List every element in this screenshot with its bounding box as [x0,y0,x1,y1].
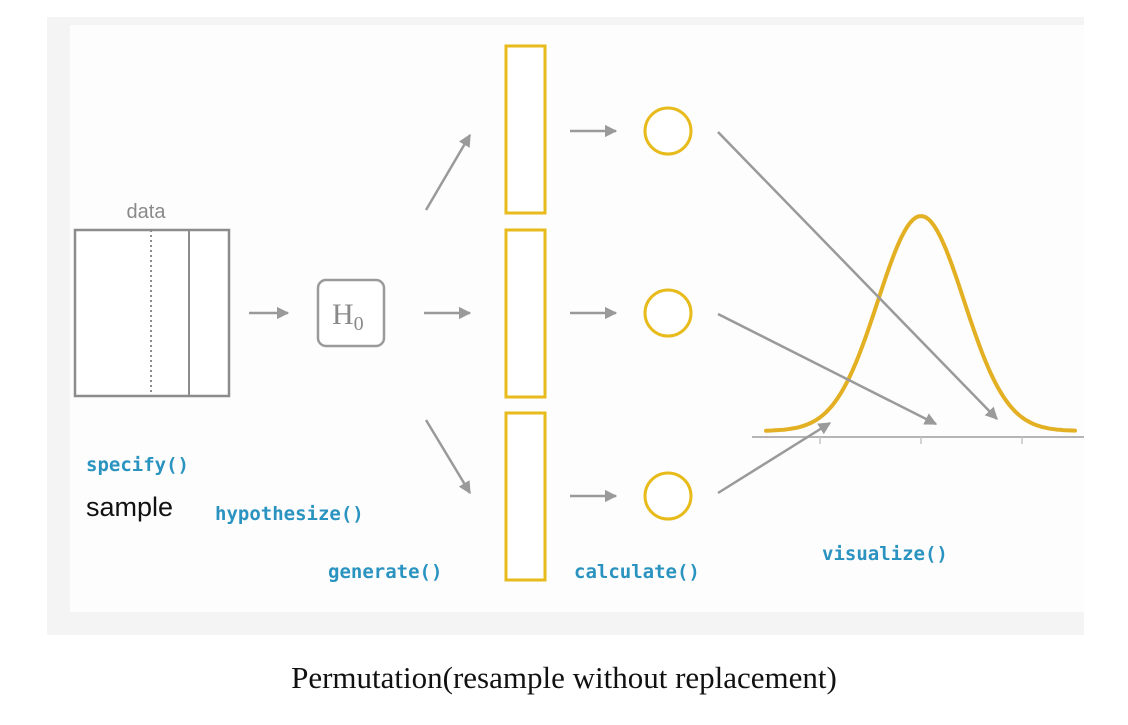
specify-function-label: specify() [86,454,189,476]
calculate-function-label: calculate() [574,561,700,583]
resample-box-middle [504,228,547,399]
null-distribution-curve [764,214,1077,433]
arrow-stat-bottom-to-distribution [717,421,832,495]
null-hypothesis-box [316,278,386,348]
arrow-to-sample-top [424,133,472,211]
null-hypothesis-symbol: H0 [332,298,364,335]
data-label: data [127,201,167,223]
diagram-inner-background [70,25,1084,612]
statistic-circle-middle [643,288,693,338]
arrow-to-sample-bottom [424,419,472,495]
hypothesize-function-label: hypothesize() [215,503,364,525]
resample-box-bottom [504,411,547,582]
resample-box-top [504,44,547,215]
figure-caption: Permutation(resample without replacement… [291,660,837,695]
sample-label: sample [86,492,173,522]
visualize-function-label: visualize() [822,543,948,565]
arrow-stat-top-to-distribution [717,131,998,420]
arrow-stat-middle-to-distribution [717,312,938,426]
statistic-circle-top [643,106,693,156]
statistic-circle-bottom [643,471,693,521]
generate-function-label: generate() [328,561,442,583]
